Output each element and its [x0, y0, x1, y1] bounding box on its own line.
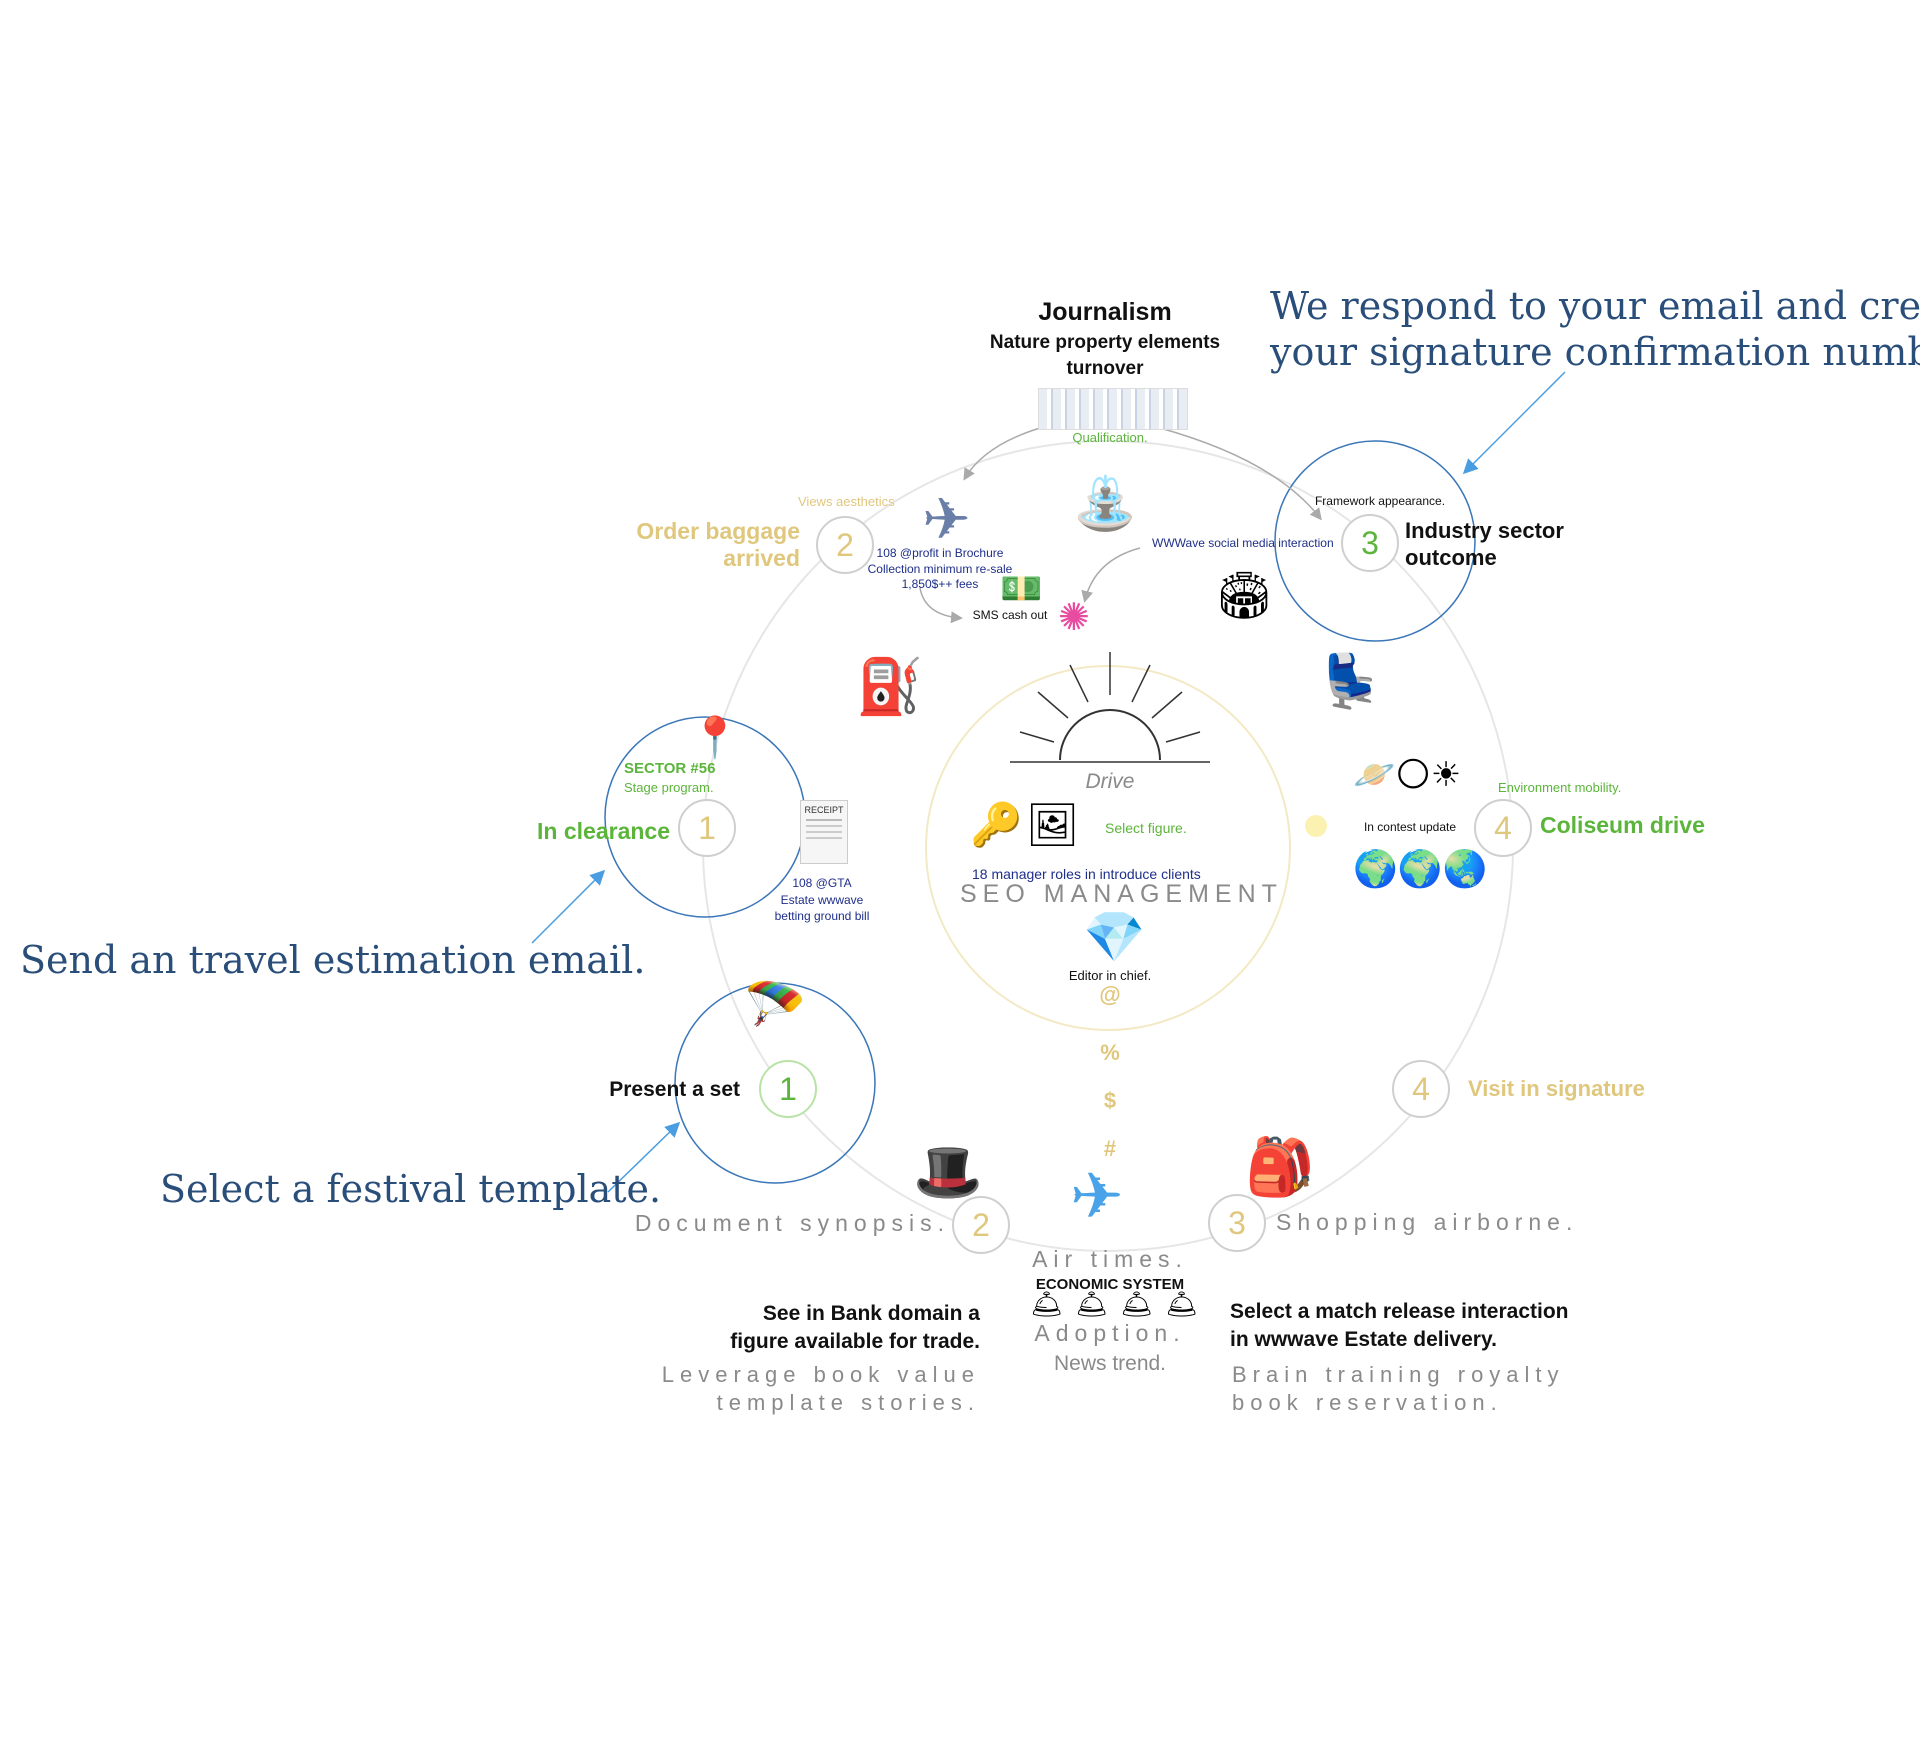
leverage-line1: Leverage book value [661, 1362, 980, 1387]
globes-icon: 🌍🌍🌏 [1353, 849, 1488, 890]
picture-icon: 🖼 [1026, 800, 1080, 849]
sector-label: SECTOR #56 [624, 760, 716, 777]
step-clearance-number[interactable]: 1 [678, 799, 736, 857]
diamond-icon: 💎 [1083, 908, 1146, 966]
journalism-line1: Nature property elements [989, 332, 1221, 353]
environment-mobility-tag: Environment mobility. [1498, 780, 1622, 795]
ring-present [674, 982, 876, 1184]
airplane-icon: ✈ [922, 485, 971, 553]
symbol-at: @ [1099, 982, 1121, 1007]
key-icon: 🔑 [970, 800, 1023, 849]
manager-roles-label: 18 manager roles in introduce clients [972, 866, 1201, 882]
gta-line1: 108 @GTA [792, 876, 852, 890]
bells-icon: 🛎🛎🛎🛎 [1030, 1290, 1211, 1320]
economic-system-label: ECONOMIC SYSTEM [1035, 1276, 1185, 1293]
sun-dot [1305, 815, 1327, 837]
brain-training-line1: Brain training royalty [1232, 1362, 1565, 1387]
money-icon: 💵 [1000, 569, 1043, 609]
symbol-dollar: $ [1103, 1088, 1117, 1113]
stadium-icon: 🏟 [1215, 568, 1274, 622]
center-circle [925, 665, 1291, 1031]
adoption-label: Adoption. [1034, 1320, 1186, 1346]
bank-domain-line2: figure available for trade. [730, 1330, 980, 1353]
seat-icon: 💺 [1318, 652, 1383, 712]
contest-update: In contest update [1363, 820, 1457, 834]
gta-line3: betting ground bill [774, 909, 870, 923]
receipt-title: RECEIPT [804, 805, 844, 815]
journalism-heading: Journalism [1038, 298, 1172, 326]
step-shopping-number[interactable]: 3 [1208, 1194, 1266, 1252]
step-document-number[interactable]: 2 [952, 1196, 1010, 1254]
ring-industry [1274, 440, 1476, 642]
arrow-left-middle [531, 869, 606, 944]
framework-appearance-tag: Framework appearance. [1314, 494, 1446, 508]
shopping-airborne-label: Shopping airborne. [1276, 1209, 1579, 1235]
annotation-top-right-line2: your signature confirmation number. [1270, 330, 1920, 374]
center-title: Drive [1085, 770, 1135, 793]
airplane-bottom-icon: ✈ [1070, 1160, 1124, 1234]
step-order-baggage-number[interactable]: 2 [816, 516, 874, 574]
symbol-percent: % [1100, 1040, 1120, 1065]
step-coliseum-number[interactable]: 4 [1474, 799, 1532, 857]
visit-label: Visit in signature [1468, 1076, 1645, 1101]
planets-icon: 🪐🌕☀ [1353, 755, 1462, 795]
news-trend-label: News trend. [1053, 1352, 1167, 1375]
match-release-line1: Select a match release interaction [1230, 1300, 1569, 1323]
match-release-line2: in wwwave Estate delivery. [1230, 1328, 1497, 1351]
views-aesthetics-tag: Views aesthetics [798, 494, 895, 509]
stage-program-label: Stage program. [624, 780, 714, 795]
order-baggage-label1: Order baggage [636, 518, 800, 544]
journalism-line2: turnover [1066, 358, 1144, 379]
tophat-icon: 🎩 [913, 1140, 983, 1205]
fountain-icon: ⛲ [1073, 474, 1138, 534]
editor-label: Editor in chief. [1068, 968, 1152, 983]
leverage-line2: template stories. [716, 1390, 980, 1415]
industry-label2: outcome [1405, 545, 1497, 570]
receipt-icon: RECEIPT [800, 800, 848, 864]
seo-management-label: SEO MANAGEMENT [960, 880, 1283, 908]
gta-line2: Estate wwwave [780, 893, 864, 907]
connector-wwwave [1081, 547, 1141, 603]
order-baggage-label2: arrived [723, 545, 800, 571]
symbol-hash: # [1103, 1136, 1117, 1161]
brain-training-line2: book reservation. [1232, 1390, 1503, 1415]
clearance-label: In clearance [537, 818, 670, 844]
sunrise-icon [1010, 652, 1210, 763]
step-visit-number[interactable]: 4 [1392, 1060, 1450, 1118]
document-thumbnail [1038, 388, 1188, 430]
industry-label1: Industry sector [1405, 518, 1564, 543]
profit-line1: 108 @profit in Brochure [876, 546, 1004, 560]
connector-top-right [1159, 427, 1322, 521]
parachute-icon: 🪂 [744, 976, 807, 1034]
step-present-number[interactable]: 1 [759, 1060, 817, 1118]
present-label: Present a set [609, 1078, 740, 1101]
connector-sms [919, 587, 963, 624]
pin-icon: 📍 [690, 715, 740, 761]
firework-icon: ✺ [1058, 595, 1090, 639]
arrow-left-lower [607, 1121, 681, 1193]
profit-line2: Collection minimum re-sale [867, 562, 1013, 576]
document-synopsis-label: Document synopsis. [634, 1210, 950, 1236]
connector-top-left [963, 427, 1041, 481]
air-times-label: Air times. [1032, 1246, 1188, 1272]
arrow-top-right [1462, 371, 1566, 475]
bank-domain-line1: See in Bank domain a [762, 1302, 980, 1325]
profit-line3: 1,850$++ fees [901, 577, 979, 591]
qualification-label: Qualification. [1072, 430, 1148, 445]
annotation-left-middle: Send an travel estimation email. [20, 938, 646, 982]
fuel-pump-icon: ⛽ [856, 655, 924, 718]
select-figure-label: Select figure. [1105, 820, 1187, 836]
wwwave-interaction: WWWave social media interaction [1152, 536, 1334, 550]
sms-cash-out: SMS cash out [972, 608, 1048, 622]
backpack-icon: 🎒 [1245, 1135, 1315, 1200]
coliseum-label: Coliseum drive [1540, 812, 1705, 838]
step-industry-number[interactable]: 3 [1341, 514, 1399, 572]
annotation-left-lower: Select a festival template. [160, 1167, 662, 1211]
annotation-top-right-line1: We respond to your email and create [1270, 284, 1920, 328]
